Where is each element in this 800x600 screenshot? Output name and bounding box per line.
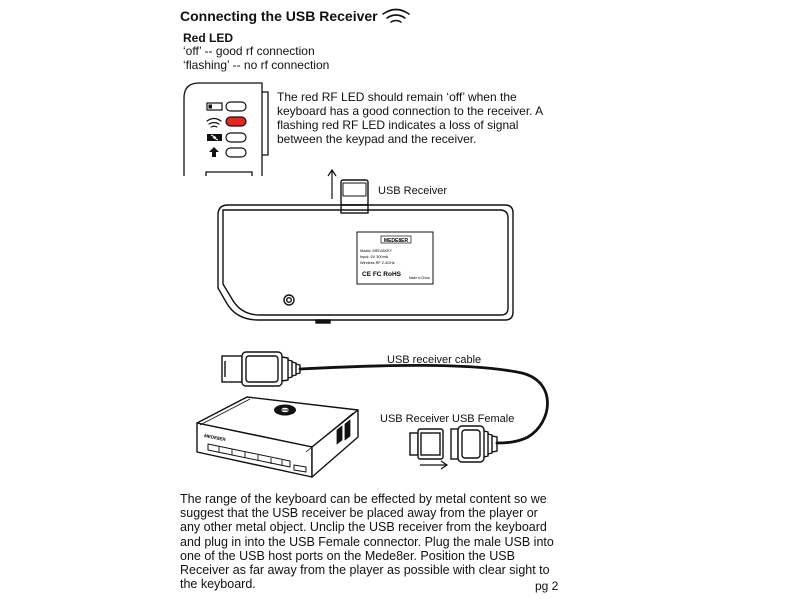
usb-receiver-label: USB Receiver (378, 185, 448, 197)
sticker-input: Input: 5V 300mA (360, 255, 389, 259)
led-indicator-rf-red (225, 116, 247, 127)
instructions-paragraph: The range of the keyboard can be effecte… (180, 492, 554, 592)
led-off-description: ‘off’ -- good rf connection (183, 44, 315, 58)
led-indicator-shift (225, 147, 247, 158)
usb-female-label: USB Female (452, 413, 515, 425)
product-sticker: MEDE8ER Model: MEDIAKEY Input: 5V 300mA … (356, 231, 434, 285)
keyboard-led-panel (183, 82, 269, 176)
sticker-marks: CE FC RoHS (362, 271, 402, 278)
page-title: Connecting the USB Receiver (180, 8, 378, 24)
sticker-made-in: Made in China (409, 276, 430, 280)
usb-receiver-dongle (340, 179, 369, 214)
wifi-icon (382, 8, 410, 23)
sticker-wireless: Wireless RF 2.4GHz (360, 261, 395, 265)
usb-cable-label: USB receiver cable (387, 354, 482, 366)
led-indicator-charge (225, 132, 247, 143)
battery-icon (206, 102, 223, 111)
reset-button-icon (283, 294, 295, 306)
arrow-right-icon (420, 460, 449, 470)
media-player (196, 396, 359, 478)
charging-icon (207, 134, 222, 141)
usb-receiver-label: USB Receiver (380, 413, 450, 425)
arrow-up-icon (209, 147, 219, 157)
player-logo-icon (274, 404, 296, 416)
usb-receiver-dongle (409, 428, 444, 460)
led-flashing-description: ‘flashing’ -- no rf connection (183, 58, 330, 72)
page-number: pg 2 (535, 579, 559, 593)
led-indicator-battery (225, 101, 247, 112)
led-heading: Red LED (183, 31, 234, 45)
usb-male-connector (221, 351, 301, 387)
arrow-up-icon (327, 168, 337, 199)
usb-cable (298, 363, 549, 445)
wifi-icon (206, 117, 222, 128)
sticker-model: Model: MEDIAKEY (360, 249, 393, 253)
sticker-brand: MEDE8ER (384, 238, 409, 244)
usb-female-connector (450, 425, 498, 463)
led-explanation-paragraph: The red RF LED should remain ‘off’ when … (277, 90, 543, 146)
player-brand: MEDE8ER (204, 433, 227, 442)
keyboard-back-view (217, 204, 514, 324)
